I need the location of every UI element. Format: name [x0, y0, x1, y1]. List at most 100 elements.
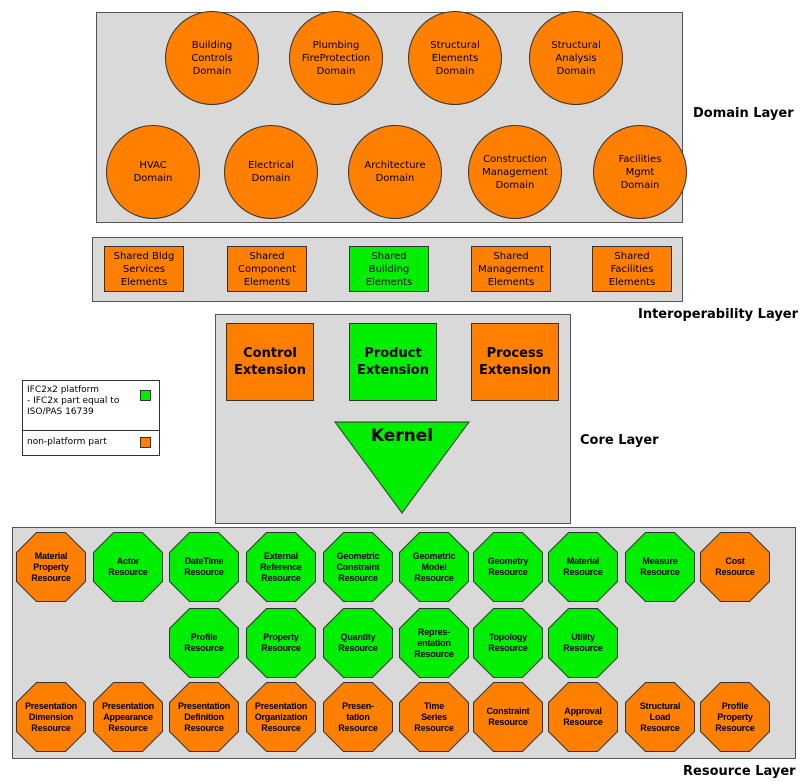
resource-presen-tation-resource: Presen- tation Resource	[323, 682, 393, 752]
core-layer-label: Core Layer	[580, 433, 659, 448]
octagon-fill	[701, 533, 769, 601]
resource-label: Geometric Constraint Resource	[336, 550, 380, 583]
octagon-fill	[17, 683, 85, 751]
domain-structural-analysis-domain: Structural Analysis Domain	[529, 11, 623, 105]
resource-geometric-constraint-resource: Geometric Constraint Resource	[323, 532, 393, 602]
domain-building-controls-domain: Building Controls Domain	[165, 11, 259, 105]
resource-presentation-dimension-resource: Presentation Dimension Resource	[16, 682, 86, 752]
legend-non-platform-text: non-platform part	[27, 437, 107, 447]
resource-label: Measure Resource	[640, 556, 680, 577]
resource-label: Presentation Appearance Resource	[101, 700, 155, 733]
kernel-triangle-shape	[334, 421, 470, 514]
resource-label: Topology Resource	[488, 632, 528, 653]
resource-time-series-resource: Time Series Resource	[399, 682, 469, 752]
resource-material-resource: Material Resource	[548, 532, 618, 602]
resource-utility-resource: Utility Resource	[548, 608, 618, 678]
resource-measure-resource: Measure Resource	[625, 532, 695, 602]
shared-shared-bldg-services-elements: Shared Bldg Services Elements	[104, 246, 184, 292]
octagon-fill	[324, 609, 392, 677]
octagon-fill	[400, 533, 468, 601]
resource-constraint-resource: Constraint Resource	[473, 682, 543, 752]
resource-structural-load-resource: Structural Load Resource	[625, 682, 695, 752]
resource-label: Property Resource	[261, 632, 301, 653]
octagon-fill	[474, 609, 542, 677]
resource-label: Structural Load Resource	[639, 700, 681, 733]
resource-label: Presentation Dimension Resource	[24, 700, 78, 733]
domain-structural-elements-domain: Structural Elements Domain	[408, 11, 502, 105]
shared-shared-building-elements: Shared Building Elements	[349, 246, 429, 292]
domain-electrical-domain: Electrical Domain	[224, 125, 318, 219]
resource-label: Constraint Resource	[486, 706, 530, 727]
domain-layer-label: Domain Layer	[693, 106, 794, 121]
resource-label: Geometric Model Resource	[412, 550, 456, 583]
legend-row-non-platform: non-platform part	[23, 431, 159, 455]
resource-geometry-resource: Geometry Resource	[473, 532, 543, 602]
resource-label: Quantity Resource	[338, 632, 378, 653]
core-control-extension: Control Extension	[226, 323, 314, 401]
octagon-fill	[324, 683, 392, 751]
resource-label: External Reference Resource	[260, 550, 302, 583]
resource-topology-resource: Topology Resource	[473, 608, 543, 678]
octagon-fill	[247, 683, 315, 751]
legend-row-platform: IFC2x2 platform - IFC2x part equal to IS…	[23, 381, 159, 431]
resource-approval-resource: Approval Resource	[548, 682, 618, 752]
resource-property-resource: Property Resource	[246, 608, 316, 678]
core-process-extension: Process Extension	[471, 323, 559, 401]
octagon-fill	[170, 609, 238, 677]
domain-architecture-domain: Architecture Domain	[348, 125, 442, 219]
resource-label: Actor Resource	[108, 556, 148, 577]
resource-label: DateTime Resource	[184, 556, 224, 577]
octagon-fill	[549, 609, 617, 677]
resource-label: Utility Resource	[563, 632, 603, 653]
octagon-fill	[170, 533, 238, 601]
resource-material-property-resource: Material Property Resource	[16, 532, 86, 602]
octagon-fill	[474, 683, 542, 751]
legend-non-platform-swatch	[140, 437, 151, 448]
resource-actor-resource: Actor Resource	[93, 532, 163, 602]
resource-geometric-model-resource: Geometric Model Resource	[399, 532, 469, 602]
resource-presentation-definition-resource: Presentation Definition Resource	[169, 682, 239, 752]
octagon-fill	[549, 533, 617, 601]
resource-datetime-resource: DateTime Resource	[169, 532, 239, 602]
interoperability-layer-label: Interoperability Layer	[638, 307, 799, 322]
resource-label: Presentation Definition Resource	[177, 700, 231, 733]
octagon-fill	[94, 533, 162, 601]
domain-facilities-mgmt-domain: Facilities Mgmt Domain	[593, 125, 687, 219]
octagon-fill	[626, 683, 694, 751]
resource-layer-label: Resource Layer	[683, 764, 796, 779]
resource-label: Material Resource	[563, 556, 603, 577]
resource-label: Geometry Resource	[487, 556, 529, 577]
resource-label: Material Property Resource	[31, 550, 71, 583]
octagon-fill	[247, 533, 315, 601]
kernel-label: Kernel	[370, 426, 434, 446]
octagon-fill	[701, 683, 769, 751]
octagon-fill	[324, 533, 392, 601]
octagon-fill	[94, 683, 162, 751]
domain-construction-management-domain: Construction Management Domain	[468, 125, 562, 219]
resource-profile-resource: Profile Resource	[169, 608, 239, 678]
octagon-fill	[400, 683, 468, 751]
octagon-fill	[247, 609, 315, 677]
resource-repres-entation-resource: Repres- entation Resource	[399, 608, 469, 678]
resource-label: Repres- entation Resource	[414, 626, 454, 659]
domain-plumbing-fireprotection-domain: Plumbing FireProtection Domain	[289, 11, 383, 105]
resource-label: Profile Property Resource	[715, 700, 755, 733]
kernel-triangle: Kernel	[334, 421, 470, 514]
domain-hvac-domain: HVAC Domain	[106, 125, 200, 219]
shared-shared-management-elements: Shared Management Elements	[471, 246, 551, 292]
resource-quantity-resource: Quantity Resource	[323, 608, 393, 678]
resource-presentation-organization-resource: Presentation Organization Resource	[246, 682, 316, 752]
resource-label: Approval Resource	[563, 706, 603, 727]
resource-profile-property-resource: Profile Property Resource	[700, 682, 770, 752]
resource-label: Cost Resource	[715, 556, 755, 577]
resource-cost-resource: Cost Resource	[700, 532, 770, 602]
octagon-fill	[474, 533, 542, 601]
legend: IFC2x2 platform - IFC2x part equal to IS…	[22, 380, 160, 456]
octagon-fill	[400, 609, 468, 677]
resource-external-reference-resource: External Reference Resource	[246, 532, 316, 602]
octagon-fill	[170, 683, 238, 751]
octagon-fill	[626, 533, 694, 601]
resource-label: Profile Resource	[184, 632, 224, 653]
core-product-extension: Product Extension	[349, 323, 437, 401]
resource-label: Presentation Organization Resource	[254, 700, 308, 733]
